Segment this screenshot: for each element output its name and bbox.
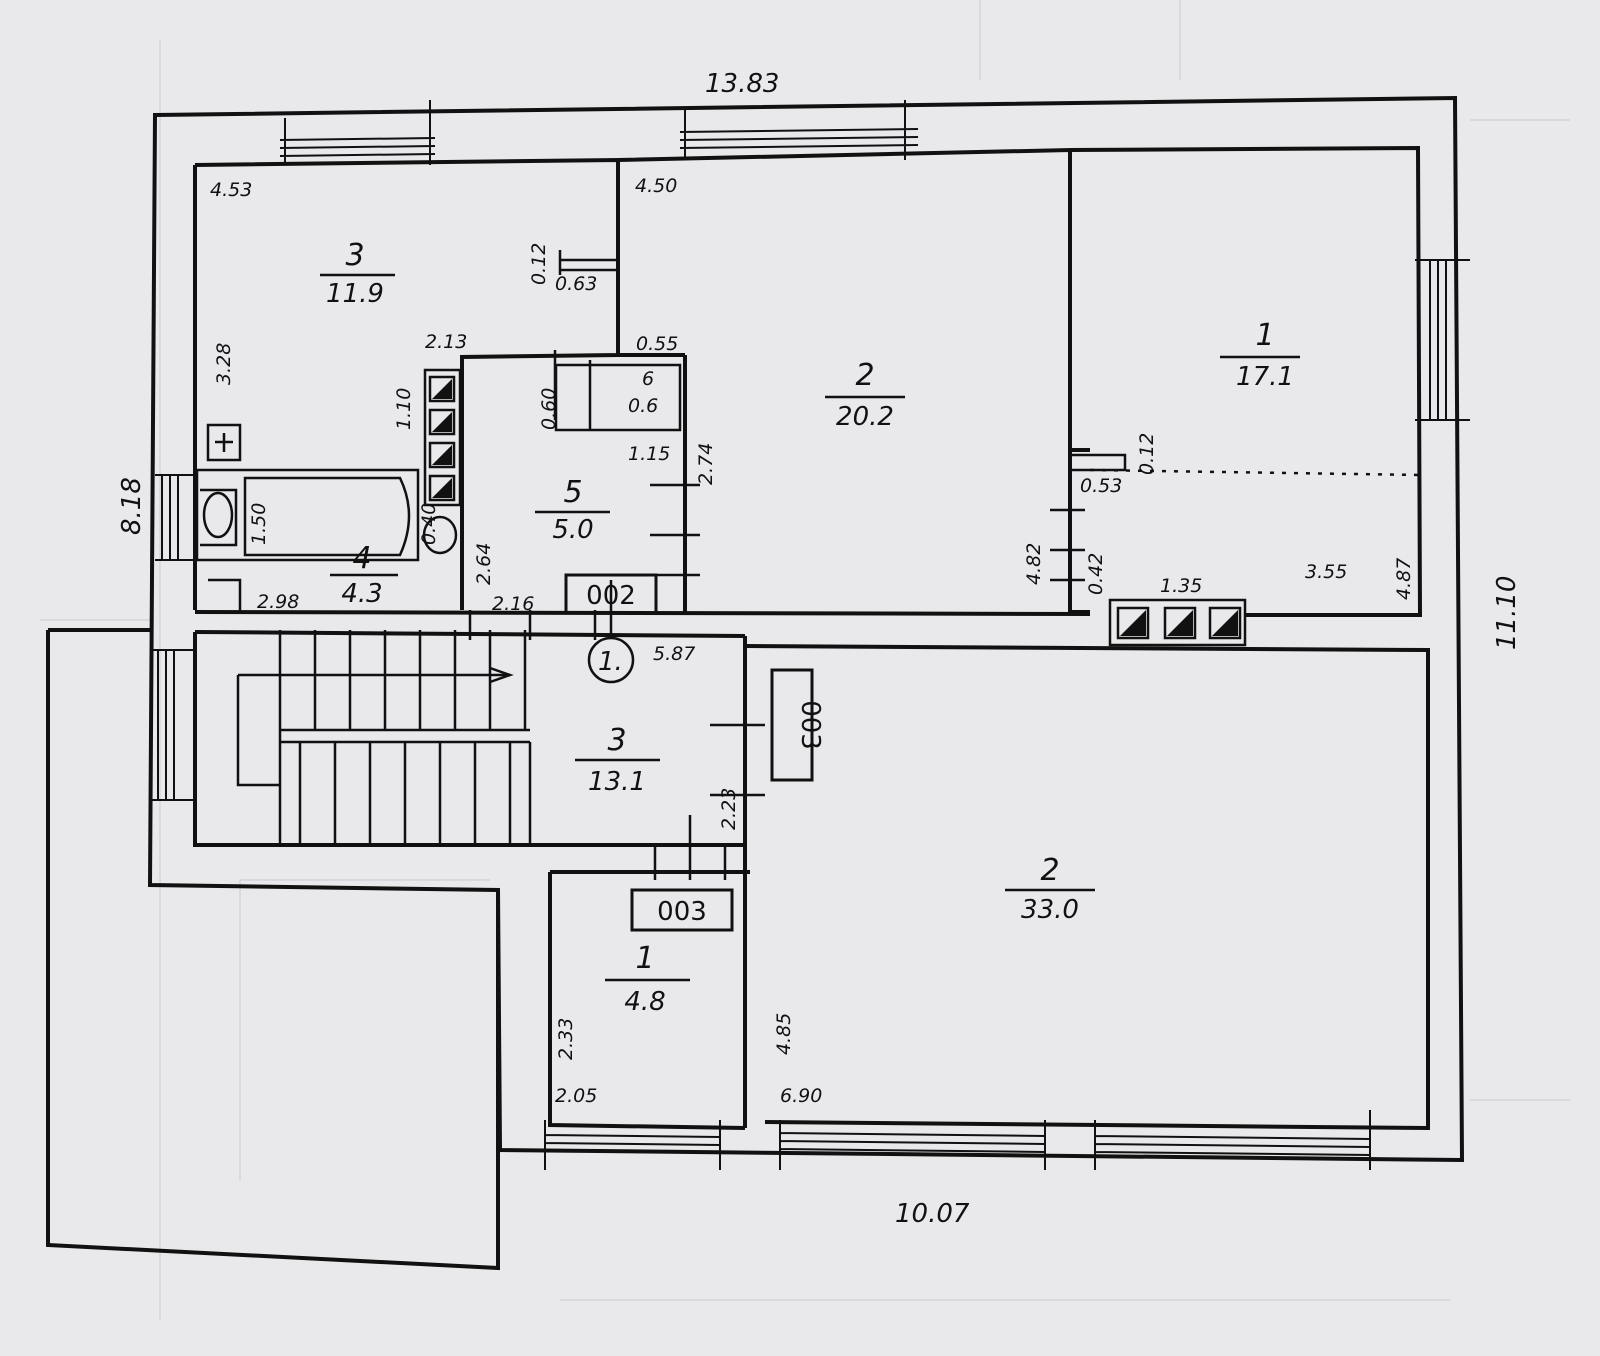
room-area: 4.3 [341,579,382,609]
inner-dimensions: 4.53 4.50 0.63 0.12 2.13 0.55 1.10 0.60 … [210,175,1415,1107]
room-area: 11.9 [326,279,384,309]
entrance-marker: 1. [587,580,635,684]
entrance-number: 1. [598,647,623,677]
room-number: 2 [1040,853,1059,888]
room-number: 1 [1255,318,1274,353]
dim-label: 0.60 [538,388,560,430]
room-number: 6 [642,368,654,390]
dim-bottom: 10.07 [895,1199,970,1229]
door-marks [468,350,1085,880]
dim-label: 4.50 [635,175,677,197]
dim-label: 2.23 [718,788,740,830]
windows [150,100,1470,1170]
staircase [236,630,532,845]
room-area: 5.0 [552,515,593,545]
room-area: 13.1 [588,767,646,797]
room-number: 4 [352,541,371,576]
dim-label: 1.15 [628,443,670,465]
dim-label: 1.50 [248,503,270,545]
room-area: 17.1 [1236,362,1294,392]
bathroom-fixtures [195,423,458,612]
room-area: 4.8 [624,987,665,1017]
dim-label: 0.12 [1136,433,1158,475]
dim-label: 3.55 [1305,561,1347,583]
dim-label: 5.87 [653,643,695,665]
tag-label: 003 [657,897,707,927]
tag-label: 003 [795,700,825,750]
dim-label: 0.63 [555,273,597,295]
dim-label: 0.12 [528,243,550,285]
dim-label: 4.87 [1393,558,1415,600]
room-area: 33.0 [1021,895,1079,925]
dim-label: 1.35 [1160,575,1202,597]
dim-label: 0.42 [1085,553,1107,595]
dim-label: 0.55 [636,333,678,355]
dim-label: 2.74 [695,443,717,485]
paper-ghost-lines [40,0,1570,1320]
inner-walls [460,250,1421,612]
tag-labels: 002 003 003 [564,573,825,932]
dim-label: 4.53 [210,179,252,201]
dim-label: 6.90 [780,1085,822,1107]
dim-left: 8.18 [117,477,147,535]
dim-top: 13.83 [705,69,779,99]
dim-label: 4.85 [773,1013,795,1055]
room-number: 3 [345,238,364,273]
room-number: 1 [635,941,654,976]
dim-right: 11.10 [1492,576,1522,650]
room-number: 5 [563,475,582,510]
room-number: 2 [855,358,874,393]
vent-block-right [1108,598,1247,647]
room-number: 3 [607,723,626,758]
dim-label: 2.05 [555,1085,597,1107]
dim-label: 2.33 [555,1018,577,1060]
dim-label: 2.16 [492,593,534,615]
annex-walls [46,628,500,1271]
room-labels: 3 11.9 2 20.2 1 17.1 5 5.0 6 4 4.3 3 13.… [320,238,1300,1017]
dim-label: 0.6 [628,395,658,417]
vent-column [423,368,462,507]
dim-label: 1.10 [393,388,415,430]
dim-label: 0.53 [1080,475,1122,497]
dim-label: 2.13 [425,331,467,353]
dim-label: 2.98 [257,591,299,613]
dim-label: 3.28 [213,343,235,385]
dim-label: 2.64 [473,543,495,585]
dim-label: 4.82 [1023,543,1045,585]
room-area: 20.2 [836,402,894,432]
dim-label: 0.40 [418,503,440,545]
